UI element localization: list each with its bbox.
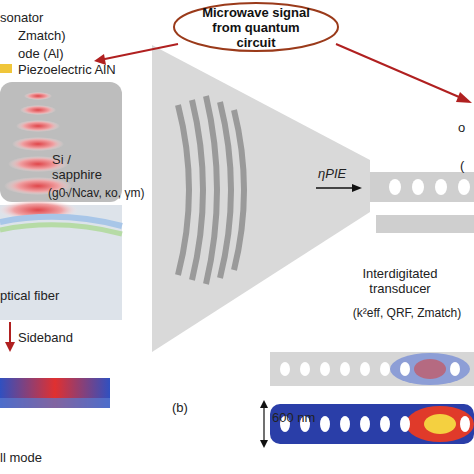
node-text: Microwave signal from quantum circuit (172, 1, 340, 53)
text-label: (b) (172, 400, 212, 415)
text-label: Zmatch) (18, 28, 108, 43)
fiber-layer (0, 225, 122, 234)
text-label: Si / sapphire (52, 152, 122, 182)
mode-field (406, 406, 474, 442)
text-label: ηPIE (318, 166, 368, 181)
text-label: ode (Al) (18, 46, 108, 61)
text-label: Interdigitated transducer (330, 266, 470, 296)
text-label: Sideband (18, 330, 108, 345)
fiber-block (0, 205, 122, 320)
photonic-crystal (270, 352, 474, 386)
arrowhead (352, 184, 362, 192)
text-label: sonator (0, 10, 90, 25)
mode-profile (0, 398, 110, 408)
mode-field (414, 359, 446, 379)
substrate (0, 82, 122, 202)
text-label: o (458, 120, 474, 135)
text-label: (k²eff, QRF, Zmatch) (340, 306, 474, 321)
text-label: 600 nm (272, 410, 342, 425)
arrowhead (260, 400, 268, 448)
text-label: (g0√Ncav, κo, γm) (48, 186, 158, 201)
arrow (316, 187, 356, 189)
signal-oval: Microwave signal from quantum circuit (172, 1, 340, 53)
arrow (100, 44, 178, 60)
arrowhead (5, 342, 15, 352)
mode-profile (0, 378, 110, 408)
waveguide (376, 215, 474, 233)
text-label: ( (460, 158, 474, 173)
photonic-crystal (270, 404, 474, 444)
text-label: ptical fiber (0, 288, 110, 303)
idt-fingers (178, 96, 244, 284)
waveguide (370, 172, 474, 202)
holes (389, 179, 470, 195)
holes (280, 362, 460, 376)
arrowhead (456, 92, 472, 103)
transducer-horn (152, 45, 370, 352)
text-label: ll mode (0, 450, 90, 465)
mode-field (390, 353, 470, 385)
dimension-line (263, 402, 264, 446)
arrow (336, 44, 466, 100)
mode-field (424, 414, 456, 434)
electrode (0, 64, 12, 73)
text-label: Piezoelectric AlN (18, 62, 148, 77)
